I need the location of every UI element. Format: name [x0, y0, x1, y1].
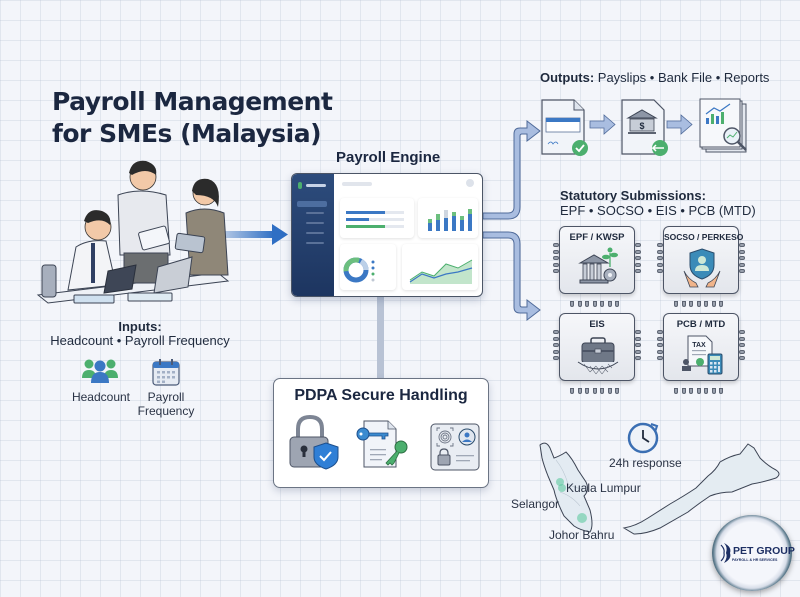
- connector-engine-to-pdpa: [377, 297, 384, 379]
- bank-growth-icon: [578, 247, 618, 284]
- inputs-heading: Inputs:: [118, 319, 162, 334]
- chip-label: SOCSO / PERKESO: [664, 232, 744, 242]
- peninsular-malaysia: [539, 442, 593, 533]
- headcount-label: Headcount: [71, 390, 131, 404]
- team-illustration: [36, 160, 230, 304]
- biometric-id-icon: [430, 423, 480, 471]
- shield-hands-icon: [683, 248, 721, 288]
- selangor-marker: [558, 484, 566, 492]
- arrow-payslip-to-bank: [589, 114, 616, 135]
- outputs-heading-bold: Outputs:: [540, 70, 595, 85]
- dashboard-sidebar: [292, 174, 334, 296]
- statutory-subheading: EPF • SOCSO • EIS • PCB (MTD): [560, 203, 756, 218]
- document-keys-icon: [356, 420, 408, 468]
- bank-file-transfer-icon[interactable]: $: [620, 98, 672, 158]
- arrow-engine-to-statutory: [482, 231, 541, 322]
- chip-eis[interactable]: EIS: [553, 313, 641, 394]
- progress-card: [340, 198, 414, 238]
- payroll-frequency-line-1: Payroll: [147, 390, 185, 404]
- engine-title: Payroll Engine: [336, 149, 441, 166]
- dashboard-logo-icon: [298, 182, 302, 189]
- payroll-frequency-line-2: Frequency: [137, 404, 195, 418]
- payroll-engine-dashboard: [291, 173, 483, 297]
- bar-chart-card: [418, 198, 478, 238]
- sidebar-item[interactable]: [306, 232, 324, 234]
- pet-group-logo[interactable]: PET GROUP PAYROLL & HR SERVICES: [712, 515, 795, 591]
- title-line-2: for SMEs (Malaysia): [52, 119, 322, 148]
- avatar[interactable]: [466, 179, 474, 187]
- arrow-inputs-to-engine: [222, 224, 288, 245]
- statutory-heading: Statutory Submissions:: [560, 188, 706, 203]
- inputs-subheading: Headcount • Payroll Frequency: [50, 333, 230, 348]
- mini-bars: [428, 209, 472, 231]
- sidebar-item-active[interactable]: [297, 201, 327, 207]
- tax-word: TAX: [692, 342, 706, 349]
- pdpa-title: PDPA Secure Handling: [294, 387, 468, 404]
- chip-label: PCB / MTD: [676, 319, 726, 330]
- logo-tagline: PAYROLL & HR SERVICES: [732, 558, 778, 562]
- location-johor-bahru: Johor Bahru: [549, 528, 615, 542]
- tax-calculator-icon: TAX: [682, 335, 723, 375]
- sidebar-item[interactable]: [306, 222, 324, 224]
- chip-label: EPF / KWSP: [569, 232, 625, 243]
- outputs-heading-items: Payslips • Bank File • Reports: [594, 70, 770, 85]
- east-malaysia: [622, 443, 780, 535]
- area-chart-card: [402, 244, 478, 290]
- arrow-engine-to-outputs: [482, 119, 541, 220]
- dashboard-search[interactable]: [342, 182, 372, 186]
- chip-label: EIS: [589, 319, 605, 330]
- payroll-frequency-label: Payroll Frequency: [132, 390, 200, 418]
- malaysia-map: [539, 442, 780, 535]
- donut-card: [340, 244, 396, 290]
- page-title: Payroll Management for SMEs (Malaysia): [52, 86, 333, 150]
- report-analytics-icon[interactable]: [698, 98, 756, 158]
- response-time-label: 24h response: [609, 456, 682, 470]
- calendar-icon: [152, 359, 180, 386]
- people-icon: [82, 359, 118, 383]
- pdpa-panel: PDPA Secure Handling: [273, 378, 489, 488]
- chip-pcb-mtd[interactable]: PCB / MTD TAX: [657, 313, 745, 394]
- johor-bahru-marker: [577, 513, 587, 523]
- title-line-1: Payroll Management: [52, 87, 333, 116]
- location-kuala-lumpur: Kuala Lumpur: [566, 481, 641, 495]
- logo-mark-icon: [720, 543, 731, 563]
- arrow-bank-to-reports: [666, 114, 693, 135]
- chip-epf-kwsp[interactable]: EPF / KWSP: [553, 226, 641, 307]
- svg-text:$: $: [639, 121, 644, 131]
- sidebar-item[interactable]: [306, 242, 324, 244]
- location-selangor: Selangor: [511, 497, 560, 511]
- sidebar-item[interactable]: [306, 212, 324, 214]
- briefcase-net-icon: [577, 337, 619, 375]
- clock-refresh-icon: [627, 422, 659, 454]
- lock-shield-icon: [289, 414, 339, 470]
- payslip-approved-icon[interactable]: [540, 98, 592, 158]
- chip-socso-perkeso[interactable]: SOCSO / PERKESO: [657, 226, 745, 307]
- logo-name: PET GROUP: [733, 545, 795, 557]
- outputs-heading: Outputs: Payslips • Bank File • Reports: [540, 70, 769, 85]
